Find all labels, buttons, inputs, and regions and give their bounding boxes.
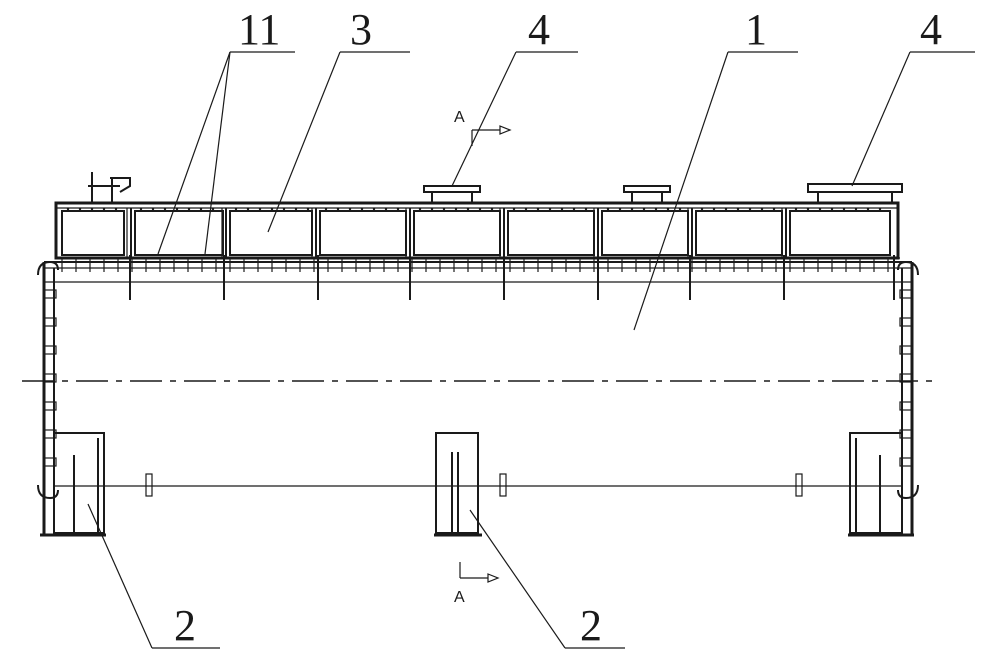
compartment-box (134, 210, 224, 256)
nozzle-1 (423, 185, 481, 203)
svg-text:3: 3 (350, 5, 372, 54)
compartment-box (413, 210, 501, 256)
compartment-box (695, 210, 783, 256)
section-mark-top: A (454, 109, 512, 146)
callout-3: 3 (267, 5, 410, 233)
callout-2-left: 2 (87, 503, 220, 650)
compartment-box (61, 210, 125, 256)
support-middle (434, 432, 482, 537)
callout-4-right: 4 (851, 5, 975, 187)
callout-4-left: 4 (451, 5, 578, 187)
compartment-box (507, 210, 595, 256)
nozzle-2 (623, 185, 671, 203)
compartment-box (601, 210, 689, 256)
callout-1: 1 (633, 5, 798, 331)
svg-text:1: 1 (745, 5, 767, 54)
svg-text:11: 11 (238, 5, 280, 54)
nozzle-3 (807, 183, 903, 203)
svg-text:4: 4 (528, 5, 550, 54)
svg-text:2: 2 (580, 601, 602, 650)
compartment-box (319, 210, 407, 256)
svg-text:2: 2 (174, 601, 196, 650)
section-mark-bottom: A (454, 562, 500, 606)
callout-2-middle: 2 (469, 509, 625, 650)
svg-text:4: 4 (920, 5, 942, 54)
compartment-box (789, 210, 891, 256)
support-left (40, 432, 106, 537)
callout-11: 11 (157, 5, 295, 255)
svg-text:A: A (454, 109, 465, 126)
vessel-body (37, 260, 919, 535)
top-compartments (54, 201, 900, 260)
compartment-box (229, 210, 313, 256)
svg-text:A: A (454, 589, 465, 606)
top-fitting (88, 172, 131, 203)
support-right (848, 432, 914, 537)
